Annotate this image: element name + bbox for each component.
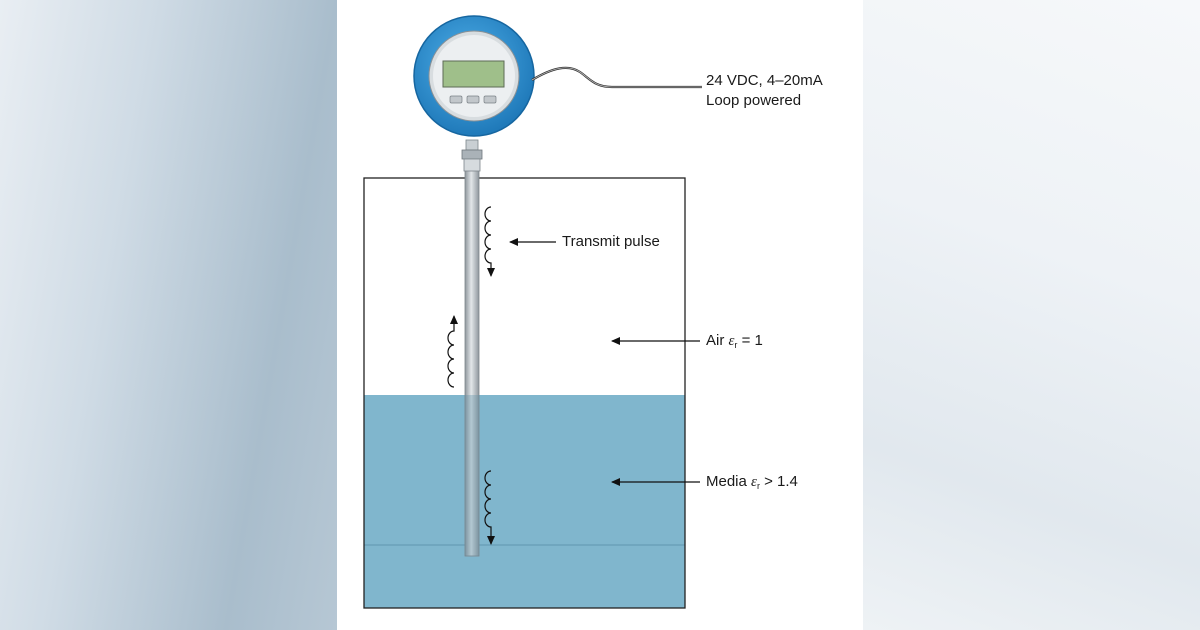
probe-rod-submerged-shade bbox=[465, 395, 479, 556]
air-epsilon-symbol: ε bbox=[728, 333, 735, 349]
media-epsilon-subscript: r bbox=[756, 481, 760, 491]
air-permittivity-label: Air εr = 1 bbox=[706, 331, 763, 355]
transmitter-button-3 bbox=[483, 95, 497, 104]
power-cable bbox=[531, 66, 702, 89]
air-permittivity-value: = 1 bbox=[737, 332, 763, 349]
probe-fitting bbox=[461, 139, 483, 172]
media-label-text: Media bbox=[706, 473, 752, 490]
media-permittivity-value: > 1.4 bbox=[759, 473, 798, 490]
right-background-panel bbox=[863, 0, 1200, 630]
transmitter-button-2 bbox=[466, 95, 480, 104]
transmitter-head bbox=[413, 15, 535, 137]
transmit-pulse-wave bbox=[484, 206, 495, 277]
media-pulse-wave bbox=[484, 470, 495, 545]
media-permittivity-label: Media εr > 1.4 bbox=[706, 472, 798, 496]
left-background-panel bbox=[0, 0, 337, 630]
liquid-media bbox=[364, 395, 685, 608]
display-screen bbox=[442, 60, 505, 88]
power-label-line1: 24 VDC, 4–20mA bbox=[706, 72, 823, 89]
air-epsilon-subscript: r bbox=[734, 340, 738, 350]
transmitter-button-1 bbox=[449, 95, 463, 104]
power-label: 24 VDC, 4–20mA Loop powered bbox=[706, 71, 823, 111]
reflected-pulse-wave bbox=[447, 315, 458, 388]
power-label-line2: Loop powered bbox=[706, 92, 802, 109]
transmit-pulse-label: Transmit pulse bbox=[562, 233, 660, 250]
media-epsilon-symbol: ε bbox=[751, 474, 757, 490]
tank-outline bbox=[363, 177, 686, 609]
air-label-text: Air bbox=[706, 332, 729, 349]
